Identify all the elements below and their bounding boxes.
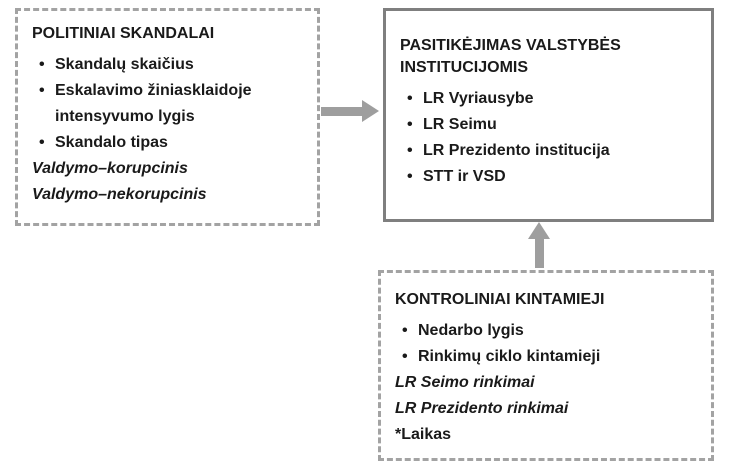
list-item: LR Vyriausybe: [400, 86, 695, 112]
trust-institutions-box: PASITIKĖJIMAS VALSTYBĖS INSTITUCIJOMIS L…: [383, 8, 714, 222]
list-item: LR Seimu: [400, 112, 695, 138]
political-scandals-box: POLITINIAI SKANDALAI Skandalų skaičius E…: [15, 8, 320, 226]
list-item: STT ir VSD: [400, 164, 695, 190]
arrow-up-icon: [528, 222, 550, 268]
control-variables-list: Nedarbo lygis Rinkimų ciklo kintamieji: [395, 318, 695, 370]
control-time-note: *Laikas: [395, 426, 452, 443]
control-variables-title: KONTROLINIAI KINTAMIEJI: [395, 291, 605, 308]
arrow-head: [528, 222, 550, 239]
list-item: Skandalų skaičius: [32, 52, 303, 78]
arrow-head: [362, 100, 379, 122]
arrow-right-icon: [321, 100, 379, 122]
scandal-type-corruption: Valdymo–korupcinis: [32, 160, 188, 177]
list-item: Rinkimų ciklo kintamieji: [395, 344, 695, 370]
political-scandals-list: Skandalų skaičius Eskalavimo žiniasklaid…: [32, 52, 303, 156]
list-item: Skandalo tipas: [32, 130, 303, 156]
political-scandals-title: POLITINIAI SKANDALAI: [32, 25, 215, 42]
control-seimas-elections: LR Seimo rinkimai: [395, 374, 535, 391]
list-item: Nedarbo lygis: [395, 318, 695, 344]
trust-institutions-title: PASITIKĖJIMAS VALSTYBĖS INSTITUCIJOMIS: [400, 37, 621, 76]
scandal-type-noncorruption: Valdymo–nekorupcinis: [32, 186, 207, 203]
trust-institutions-list: LR Vyriausybe LR Seimu LR Prezidento ins…: [400, 86, 695, 190]
list-item: LR Prezidento institucija: [400, 138, 695, 164]
arrow-shaft: [534, 239, 544, 268]
list-item: Eskalavimo žiniasklaidoje intensyvumo ly…: [32, 78, 303, 130]
control-president-elections: LR Prezidento rinkimai: [395, 400, 569, 417]
arrow-shaft: [321, 106, 362, 116]
control-variables-box: KONTROLINIAI KINTAMIEJI Nedarbo lygis Ri…: [378, 270, 714, 461]
